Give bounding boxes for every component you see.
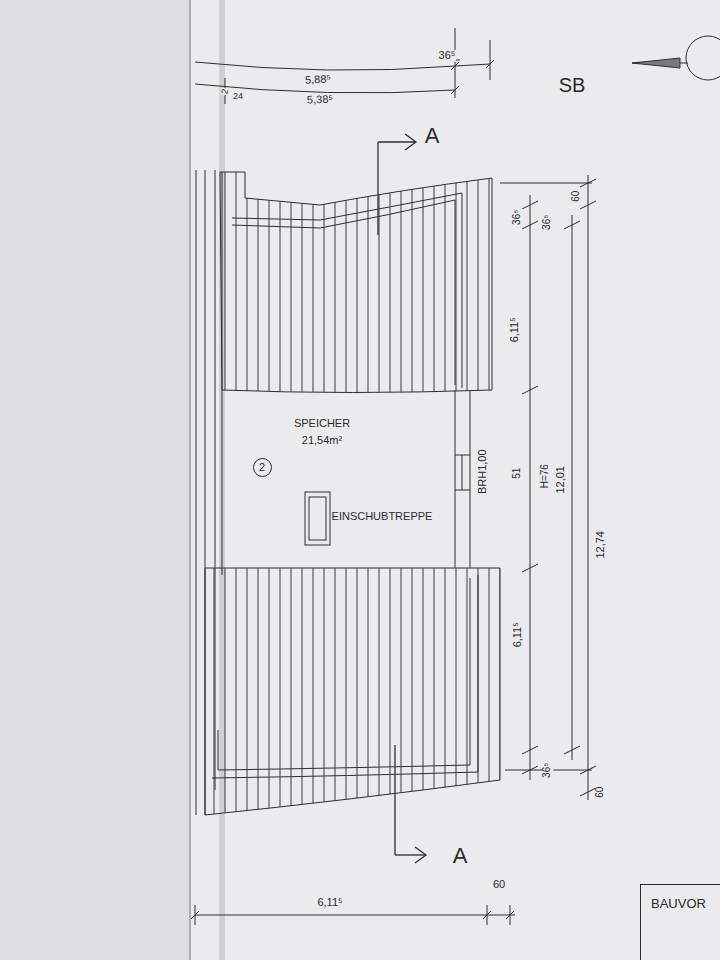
section-marker: A	[452, 844, 469, 867]
dimension: 5,88⁵	[304, 73, 333, 86]
page-fold	[219, 0, 225, 960]
orientation-label: SB	[558, 75, 587, 96]
section-marker: A	[424, 124, 441, 147]
folded-page	[0, 0, 190, 960]
dimension: 60	[572, 189, 583, 202]
dimension: 12,74	[595, 530, 607, 560]
dimension: 36⁵	[438, 50, 457, 62]
dimension: 6,11⁵	[512, 621, 524, 648]
title-block: BAUVOR	[640, 884, 720, 960]
dimension: 36⁵	[513, 208, 524, 225]
dimension: 36⁵	[543, 213, 554, 230]
dimension: 2	[221, 88, 232, 97]
dimension: 6,11⁵	[316, 897, 343, 909]
dimension: 12,01	[555, 465, 567, 495]
dimension: H=76	[540, 463, 551, 489]
window-sill-height: BRH1,00	[476, 449, 488, 496]
room-area: 21,54m²	[301, 435, 343, 447]
node-text: BAUVOR	[651, 897, 713, 910]
stair-label: EINSCHUBTREPPE	[331, 511, 434, 523]
dimension: 6,11⁵	[509, 316, 521, 343]
dimension: 24	[232, 92, 244, 101]
node-text: 2	[259, 462, 265, 473]
dimension: 60	[596, 785, 607, 798]
plan-lines	[191, 28, 720, 925]
dimension: 5,38⁵	[306, 94, 334, 107]
dimension: 51	[513, 466, 524, 479]
page-edge	[189, 0, 191, 960]
room-number-circle: 2	[253, 458, 272, 477]
room-name: SPEICHER	[293, 418, 351, 430]
dimension: 36⁵	[543, 761, 554, 778]
dimension: 60	[492, 879, 506, 891]
